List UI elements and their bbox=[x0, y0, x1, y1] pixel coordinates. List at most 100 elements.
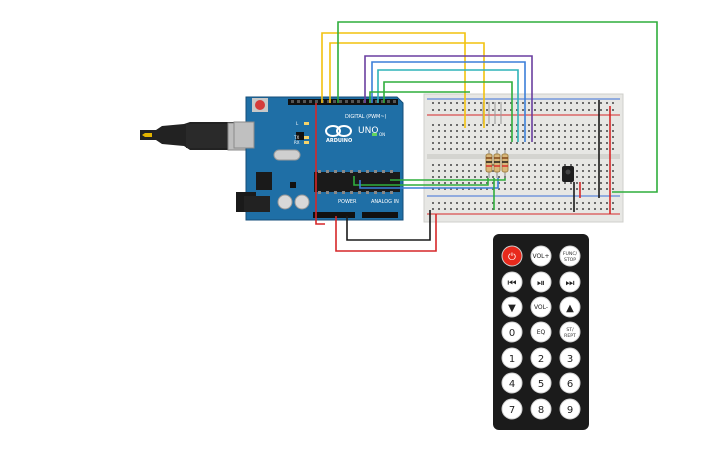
breadboard bbox=[423, 93, 624, 223]
breadboard-hole bbox=[498, 130, 500, 132]
breadboard-hole bbox=[456, 109, 458, 111]
breadboard-hole bbox=[450, 202, 452, 204]
breadboard-hole bbox=[474, 142, 476, 144]
breadboard-hole bbox=[450, 148, 452, 150]
remote-button-st-rept[interactable]: ST/REPT bbox=[559, 321, 581, 343]
breadboard-hole bbox=[576, 109, 578, 111]
breadboard-hole bbox=[516, 109, 518, 111]
breadboard-hole bbox=[522, 170, 524, 172]
breadboard-hole bbox=[612, 136, 614, 138]
breadboard-hole bbox=[516, 148, 518, 150]
remote-button-six[interactable]: 6 bbox=[559, 372, 581, 394]
breadboard-hole bbox=[534, 130, 536, 132]
remote-button-label: 8 bbox=[538, 405, 544, 416]
breadboard-hole bbox=[612, 208, 614, 210]
remote-button-power[interactable]: ⏻ bbox=[501, 245, 523, 267]
breadboard-hole bbox=[552, 170, 554, 172]
breadboard-hole bbox=[606, 102, 608, 104]
breadboard-hole bbox=[564, 208, 566, 210]
breadboard-hole bbox=[612, 142, 614, 144]
breadboard-hole bbox=[570, 208, 572, 210]
breadboard-hole bbox=[492, 142, 494, 144]
breadboard-hole bbox=[558, 176, 560, 178]
remote-button-play-pause[interactable]: ⏯ bbox=[530, 271, 552, 293]
breadboard-hole bbox=[606, 124, 608, 126]
breadboard-hole bbox=[522, 136, 524, 138]
wire-blue bbox=[359, 178, 499, 189]
remote-button-nine[interactable]: 9 bbox=[559, 398, 581, 420]
remote-button-two[interactable]: 2 bbox=[530, 347, 552, 369]
breadboard-hole bbox=[444, 176, 446, 178]
breadboard-hole bbox=[432, 188, 434, 190]
breadboard-hole bbox=[540, 136, 542, 138]
remote-button-prev[interactable]: ⏮ bbox=[501, 271, 523, 293]
board-model-text: UNO bbox=[358, 126, 378, 136]
breadboard-hole bbox=[600, 170, 602, 172]
breadboard-hole bbox=[612, 102, 614, 104]
led-label-tx: TX bbox=[293, 135, 299, 140]
remote-button-down[interactable]: ▼ bbox=[501, 296, 523, 318]
remote-button-next[interactable]: ⏭ bbox=[559, 271, 581, 293]
wire-green bbox=[369, 91, 470, 103]
reset-button[interactable] bbox=[255, 100, 265, 110]
remote-button-label: ⏯ bbox=[537, 278, 545, 289]
breadboard-hole bbox=[438, 202, 440, 204]
breadboard-hole bbox=[438, 148, 440, 150]
breadboard-hole bbox=[432, 142, 434, 144]
remote-button-seven[interactable]: 7 bbox=[501, 398, 523, 420]
remote-button-zero[interactable]: 0 bbox=[501, 321, 523, 343]
breadboard-hole bbox=[546, 202, 548, 204]
breadboard-hole bbox=[588, 148, 590, 150]
remote-button-one[interactable]: 1 bbox=[501, 347, 523, 369]
breadboard-hole bbox=[468, 148, 470, 150]
breadboard-hole bbox=[612, 176, 614, 178]
breadboard-hole bbox=[606, 188, 608, 190]
breadboard-hole bbox=[498, 142, 500, 144]
remote-button-eq[interactable]: EQ bbox=[530, 321, 552, 343]
breadboard-hole bbox=[510, 176, 512, 178]
breadboard-hole bbox=[600, 136, 602, 138]
breadboard-hole bbox=[432, 130, 434, 132]
breadboard-hole bbox=[474, 202, 476, 204]
breadboard-hole bbox=[606, 136, 608, 138]
breadboard-hole bbox=[528, 202, 530, 204]
remote-button-vol-up[interactable]: VOL+ bbox=[530, 245, 552, 267]
remote-button-three[interactable]: 3 bbox=[559, 347, 581, 369]
breadboard-hole bbox=[528, 124, 530, 126]
breadboard-hole bbox=[468, 130, 470, 132]
breadboard-hole bbox=[558, 148, 560, 150]
resistor bbox=[501, 153, 509, 173]
led-label-rx: RX bbox=[294, 140, 300, 145]
breadboard-hole bbox=[468, 208, 470, 210]
breadboard-hole bbox=[534, 148, 536, 150]
breadboard-hole bbox=[486, 109, 488, 111]
breadboard-hole bbox=[594, 130, 596, 132]
breadboard-hole bbox=[534, 142, 536, 144]
remote-button-eight[interactable]: 8 bbox=[530, 398, 552, 420]
status-leds: L TX RX ON bbox=[293, 121, 385, 145]
breadboard-hole bbox=[588, 202, 590, 204]
arduino-board[interactable]: DIGITAL (PWM~) ARDUINO UNO L TX RX ON bbox=[233, 96, 404, 221]
breadboard-hole bbox=[510, 164, 512, 166]
breadboard-hole bbox=[450, 109, 452, 111]
breadboard-hole bbox=[492, 148, 494, 150]
remote-button-up[interactable]: ▲ bbox=[559, 296, 581, 318]
breadboard-hole bbox=[432, 102, 434, 104]
breadboard-hole bbox=[534, 208, 536, 210]
breadboard-hole bbox=[444, 102, 446, 104]
remote-button-four[interactable]: 4 bbox=[501, 372, 523, 394]
breadboard-hole bbox=[606, 164, 608, 166]
breadboard-hole bbox=[450, 188, 452, 190]
remote-button-five[interactable]: 5 bbox=[530, 372, 552, 394]
breadboard-hole bbox=[528, 102, 530, 104]
breadboard-hole bbox=[510, 202, 512, 204]
remote-button-func-stop[interactable]: FUNC/STOP bbox=[559, 245, 581, 267]
breadboard-hole bbox=[564, 102, 566, 104]
breadboard-hole bbox=[480, 202, 482, 204]
breadboard-hole bbox=[438, 102, 440, 104]
breadboard-hole bbox=[498, 148, 500, 150]
remote-button-vol-down[interactable]: VOL- bbox=[530, 296, 552, 318]
breadboard-hole bbox=[570, 202, 572, 204]
